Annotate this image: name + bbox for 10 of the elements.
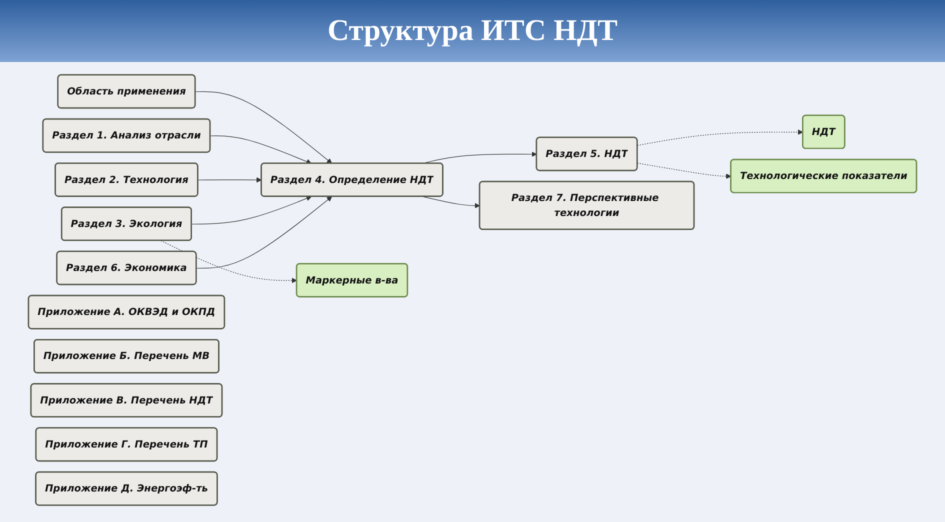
arrow [210,136,312,164]
slide-title: Структура ИТС НДТ [328,14,618,48]
arrow [160,240,298,284]
arrow [191,196,312,224]
arrow [637,129,804,146]
arrow [422,196,480,208]
arrow [198,177,262,183]
arrow [195,91,332,164]
arrow [196,196,332,269]
arrow [637,162,732,179]
